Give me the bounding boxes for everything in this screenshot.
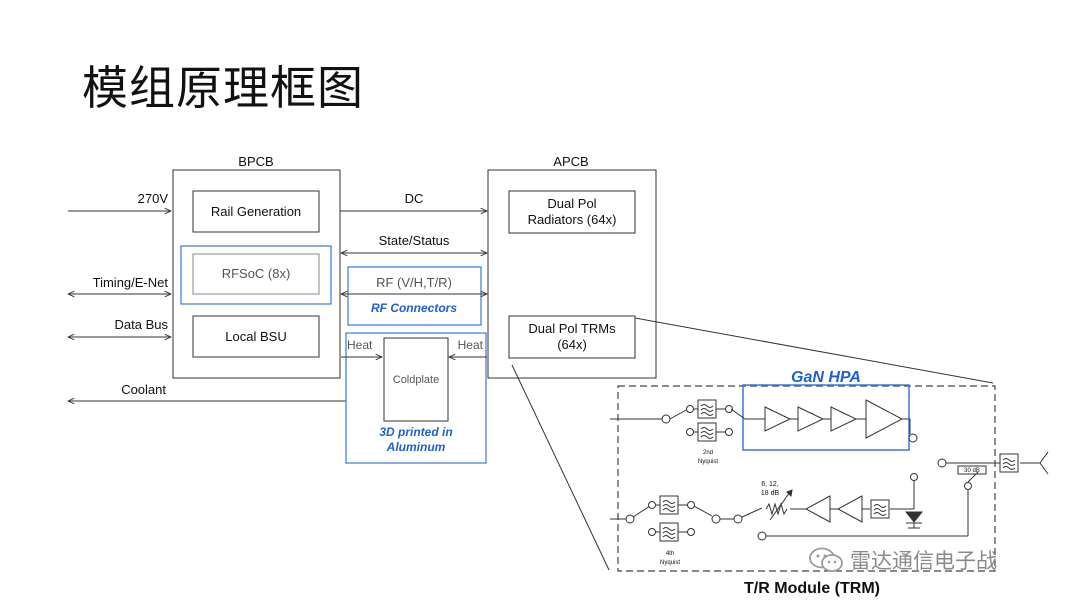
rx-path [610, 473, 924, 536]
trms-label-1: Dual Pol TRMs [528, 321, 616, 336]
watermark-text: 雷达通信电子战 [850, 549, 997, 573]
local-bsu-label: Local BSU [225, 329, 286, 344]
local-bsu-box [192, 315, 320, 358]
rfsoc-box [192, 253, 320, 295]
tr-switch [757, 451, 1049, 541]
zoom-line-top [634, 317, 994, 384]
apcb-label: APCB [553, 154, 588, 169]
signal-dc: DC [405, 191, 424, 206]
zoom-line-bottom [511, 364, 610, 571]
signal-270v: 270V [138, 191, 169, 206]
cooling-caption-1: 3D printed in [379, 425, 452, 439]
rail-generation-box [192, 190, 320, 233]
cooling-box [345, 332, 487, 464]
attenuator-label-1: 6, 12, [761, 481, 779, 488]
nyquist4-sup: 4th [666, 551, 674, 557]
nyquist4-label: Nyquist [660, 560, 680, 566]
signal-timing: Timing/E-Net [93, 275, 169, 290]
attenuator-label-2: 18 dB [761, 490, 780, 497]
signal-state-status: State/Status [379, 233, 450, 248]
page-title: 模组原理框图 [82, 61, 364, 115]
cooling-caption-2: Aluminum [386, 440, 446, 454]
coldplate-label: Coldplate [393, 374, 439, 386]
heat-right-label: Heat [458, 338, 484, 352]
trms-box [508, 315, 636, 359]
signal-data-bus: Data Bus [115, 317, 169, 332]
rf-label: RF (V/H,T/R) [376, 275, 452, 290]
apcb-box [487, 169, 657, 379]
nyquist2-sup: 2nd [703, 450, 713, 456]
trms-label-2: (64x) [557, 337, 587, 352]
rfsoc-label: RFSoC (8x) [222, 266, 291, 281]
bpcb-label: BPCB [238, 154, 273, 169]
trm-box [617, 385, 996, 572]
watermark: 雷达通信电子战 [808, 540, 997, 580]
radiators-box [508, 190, 636, 234]
trm-title: T/R Module (TRM) [744, 580, 880, 597]
nyquist2-label: Nyquist [698, 459, 718, 465]
rail-generation-label: Rail Generation [211, 204, 301, 219]
heat-left-label: Heat [347, 338, 373, 352]
coupler-label: 30 dB [964, 468, 980, 474]
coldplate-box [383, 337, 449, 422]
gan-hpa-label: GaN HPA [791, 369, 861, 386]
radiators-label-2: Radiators (64x) [528, 212, 617, 227]
bpcb-box [172, 169, 341, 379]
gan-hpa-box [742, 384, 910, 451]
signal-coolant: Coolant [121, 382, 166, 397]
radiators-label-1: Dual Pol [547, 196, 596, 211]
wechat-icon [809, 547, 843, 572]
tx-path [610, 399, 918, 443]
rf-connectors-caption: RF Connectors [371, 301, 457, 315]
rfsoc-outer-box [180, 245, 332, 305]
